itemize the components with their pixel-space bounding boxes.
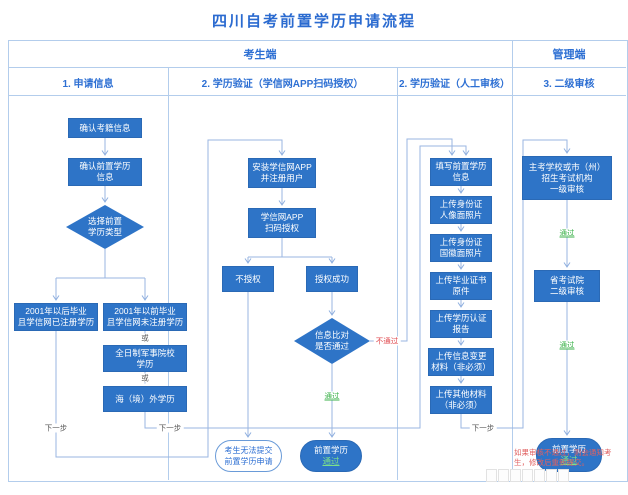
page-title: 四川自考前置学历申请流程 bbox=[211, 13, 416, 30]
table-outer-border bbox=[8, 40, 628, 482]
node-first-review: 主考学校或市（州） 招生考试机构 一级审核 bbox=[522, 156, 612, 200]
node-confirm-exam-info: 确认考籍信息 bbox=[68, 118, 142, 138]
terminator-line2: 通过 bbox=[322, 456, 340, 466]
table-row-divider-1 bbox=[8, 67, 626, 68]
node-upload-cert-report: 上传学历认证 报告 bbox=[430, 310, 492, 338]
table-row-divider-2 bbox=[8, 95, 626, 96]
lane-step2a: 2. 学历验证（学信网APP扫码授权） bbox=[201, 79, 364, 90]
edge-label-fail: 不通过 bbox=[373, 336, 401, 346]
edge-label-pass: 通过 bbox=[557, 340, 577, 350]
node-upload-id-front: 上传身份证 人像面照片 bbox=[430, 196, 492, 224]
node-upload-id-back: 上传身份证 国徽面照片 bbox=[430, 234, 492, 262]
node-upload-change-material: 上传信息变更 材料（非必须） bbox=[428, 348, 494, 376]
lane-examinee: 考生端 bbox=[243, 49, 277, 61]
edge-label-next-step: 下一步 bbox=[469, 423, 497, 433]
edge-label-next-step: 下一步 bbox=[156, 423, 184, 433]
terminator-passed-admin: 前置学历 通过 bbox=[536, 438, 602, 472]
node-military-academy: 全日制军事院校 学历 bbox=[103, 345, 187, 372]
terminator-line1: 前置学历 bbox=[551, 444, 586, 454]
node-fill-info: 填写前置学历 信息 bbox=[430, 158, 492, 186]
node-scan-auth: 学信网APP 扫码授权 bbox=[248, 208, 316, 238]
edge-label-or: 或 bbox=[139, 333, 151, 343]
table-col-divider-2 bbox=[397, 67, 398, 480]
node-upload-other-material: 上传其他材料 （非必须） bbox=[430, 386, 492, 414]
ghost-squares bbox=[486, 469, 569, 482]
review-fail-note: 如果审核不通过，则会通知考生，修改后重新提交。 bbox=[514, 448, 612, 467]
lane-admin: 管理端 bbox=[552, 49, 586, 61]
lane-step2b: 2. 学历验证（人工审核） bbox=[398, 79, 511, 90]
node-overseas-education: 海（境）外学历 bbox=[103, 386, 187, 412]
node-second-review: 省考试院 二级审核 bbox=[534, 270, 600, 302]
node-auth-ok: 授权成功 bbox=[306, 266, 358, 292]
node-post2001-registered: 2001年以后毕业 且学信网已注册学历 bbox=[14, 303, 98, 331]
node-no-auth: 不授权 bbox=[222, 266, 274, 292]
edge-label-next-step: 下一步 bbox=[42, 423, 70, 433]
node-confirm-prior-edu: 确认前置学历 信息 bbox=[68, 158, 142, 186]
node-install-app: 安装学信网APP 并注册用户 bbox=[248, 158, 316, 188]
table-col-divider-3 bbox=[512, 40, 513, 480]
table-col-divider-1 bbox=[168, 67, 169, 480]
terminator-line1: 前置学历 bbox=[313, 445, 348, 455]
edge-label-pass: 通过 bbox=[322, 391, 342, 401]
terminator-passed-examinee: 前置学历 通过 bbox=[300, 440, 362, 472]
node-upload-diploma: 上传毕业证书 原件 bbox=[430, 272, 492, 300]
terminator-line2: 通过 bbox=[560, 455, 578, 465]
edge-label-pass: 通过 bbox=[557, 228, 577, 238]
lane-step1: 1. 申请信息 bbox=[62, 79, 114, 90]
edge-label-or: 或 bbox=[139, 373, 151, 383]
lane-step3: 3. 二级审核 bbox=[543, 79, 595, 90]
node-pre2001-unregistered: 2001年以前毕业 且学信网未注册学历 bbox=[103, 303, 187, 331]
terminator-cannot-submit: 考生无法提交 前置学历申请 bbox=[215, 440, 282, 472]
